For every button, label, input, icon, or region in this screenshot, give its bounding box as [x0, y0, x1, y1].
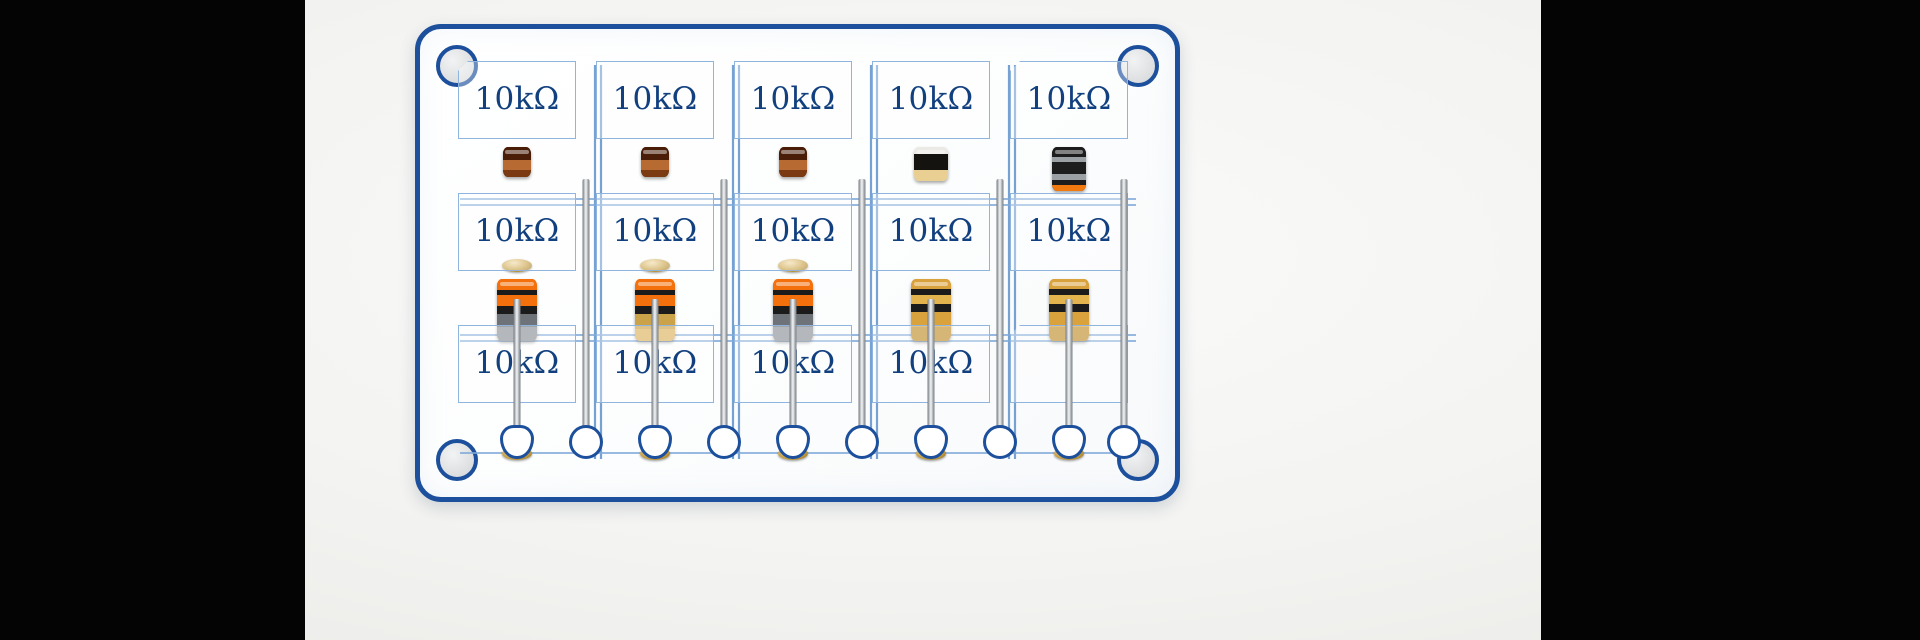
component-wire [513, 299, 521, 429]
silkscreen-outline [734, 61, 852, 139]
component-wire [582, 179, 590, 429]
resistor-value-label: 10kΩ [750, 212, 836, 249]
component-cell[interactable]: 10kΩ [872, 193, 990, 271]
resistor-color-band [1052, 184, 1086, 191]
solder-pad[interactable] [914, 425, 948, 459]
resistor-component[interactable] [1052, 147, 1086, 328]
resistor-component[interactable] [914, 147, 948, 308]
resistor-end-cap [640, 259, 670, 272]
solder-pad[interactable] [707, 425, 741, 459]
solder-pad[interactable] [500, 425, 534, 459]
resistor-color-band [1052, 179, 1086, 185]
circuit-board[interactable]: 10kΩ 10kΩ 10kΩ 10kΩ 10kΩ 10kΩ 10kΩ 10kΩ 10kΩ 10kΩ… [415, 24, 1180, 502]
resistor-body [1052, 147, 1086, 191]
mounting-hole-bottom-left [436, 439, 478, 481]
component-cell[interactable]: 10kΩ [458, 61, 576, 139]
resistor-component[interactable] [640, 147, 670, 272]
resistor-color-band [497, 290, 537, 296]
resistor-component[interactable] [502, 147, 532, 272]
resistor-color-band [1049, 288, 1089, 296]
resistor-end-cap [502, 259, 532, 272]
resistor-color-band [635, 279, 675, 291]
mounting-hole-top-right [1117, 45, 1159, 87]
silkscreen-outline [734, 193, 852, 271]
component-cell[interactable]: 10kΩ [872, 61, 990, 139]
resistor-value-label: 10kΩ [888, 80, 974, 117]
resistor-color-band [1052, 174, 1086, 180]
resistor-value-label: 10kΩ [750, 80, 836, 117]
component-wire [720, 179, 728, 429]
letterbox-bar-left [0, 0, 305, 640]
resistor-value-label: 10kΩ [474, 212, 560, 249]
resistor-value-label: 10kΩ [612, 212, 698, 249]
resistor-color-band [641, 147, 669, 160]
resistor-color-band [503, 147, 531, 160]
resistor-color-band [635, 290, 675, 296]
resistor-value-label: 10kΩ [1026, 212, 1112, 249]
resistor-color-band [503, 170, 531, 177]
solder-pad[interactable] [776, 425, 810, 459]
silkscreen-outline [458, 193, 576, 271]
resistor-color-band [497, 279, 537, 291]
resistor-color-band [641, 170, 669, 177]
component-cell[interactable]: 10kΩ [734, 61, 852, 139]
solder-pad[interactable] [845, 425, 879, 459]
resistor-value-label: 10kΩ [1026, 80, 1112, 117]
resistor-value-label: 10kΩ [888, 212, 974, 249]
component-cell[interactable]: 10kΩ [596, 61, 714, 139]
resistor-color-band [773, 290, 813, 296]
resistor-color-band [779, 159, 807, 171]
solder-pad[interactable] [983, 425, 1017, 459]
component-wire [927, 299, 935, 429]
resistor-color-band [503, 159, 531, 171]
component-wire [858, 179, 866, 429]
resistor-body [914, 147, 948, 181]
photo-backdrop: 10kΩ 10kΩ 10kΩ 10kΩ 10kΩ 10kΩ 10kΩ 10kΩ 10kΩ 10kΩ… [305, 0, 1541, 640]
resistor-color-band [911, 279, 951, 289]
resistor-color-band [779, 170, 807, 177]
solder-pad[interactable] [1052, 425, 1086, 459]
resistor-component[interactable] [778, 147, 808, 272]
resistor-color-band [779, 147, 807, 160]
component-cell[interactable]: 10kΩ [1010, 193, 1128, 271]
resistor-body [503, 147, 531, 177]
silkscreen-outline [872, 61, 990, 139]
resistor-value-label: 10kΩ [474, 80, 560, 117]
silkscreen-outline [458, 61, 576, 139]
resistor-color-band [1052, 147, 1086, 157]
resistor-color-band [914, 170, 948, 181]
resistor-color-band [1049, 279, 1089, 289]
mounting-hole-top-left [436, 45, 478, 87]
component-cell[interactable]: 10kΩ [458, 193, 576, 271]
letterbox-bar-right [1541, 0, 1920, 640]
resistor-color-band [1052, 161, 1086, 175]
resistor-color-band [773, 279, 813, 291]
component-wire [1120, 179, 1128, 429]
solder-pad[interactable] [569, 425, 603, 459]
component-wire [996, 179, 1004, 429]
component-grid: 10kΩ 10kΩ 10kΩ 10kΩ 10kΩ 10kΩ 10kΩ 10kΩ 10kΩ 10kΩ… [458, 61, 1140, 461]
resistor-color-band [914, 147, 948, 155]
resistor-body [779, 147, 807, 177]
silkscreen-outline [1010, 193, 1128, 271]
silkscreen-outline [1010, 61, 1128, 139]
resistor-end-cap [778, 259, 808, 272]
component-wire [789, 299, 797, 429]
solder-pad[interactable] [1107, 425, 1141, 459]
solder-pad[interactable] [638, 425, 672, 459]
resistor-color-band [641, 159, 669, 171]
component-cell[interactable]: 10kΩ [596, 193, 714, 271]
resistor-value-label: 10kΩ [612, 80, 698, 117]
resistor-color-band [911, 288, 951, 296]
resistor-body [641, 147, 669, 177]
silkscreen-outline [872, 193, 990, 271]
component-wire [651, 299, 659, 429]
resistor-color-band [1052, 156, 1086, 162]
component-wire [1065, 299, 1073, 429]
silkscreen-outline [596, 61, 714, 139]
silkscreen-outline [596, 193, 714, 271]
resistor-color-band [914, 154, 948, 171]
component-cell[interactable]: 10kΩ [734, 193, 852, 271]
component-cell[interactable]: 10kΩ [1010, 61, 1128, 139]
